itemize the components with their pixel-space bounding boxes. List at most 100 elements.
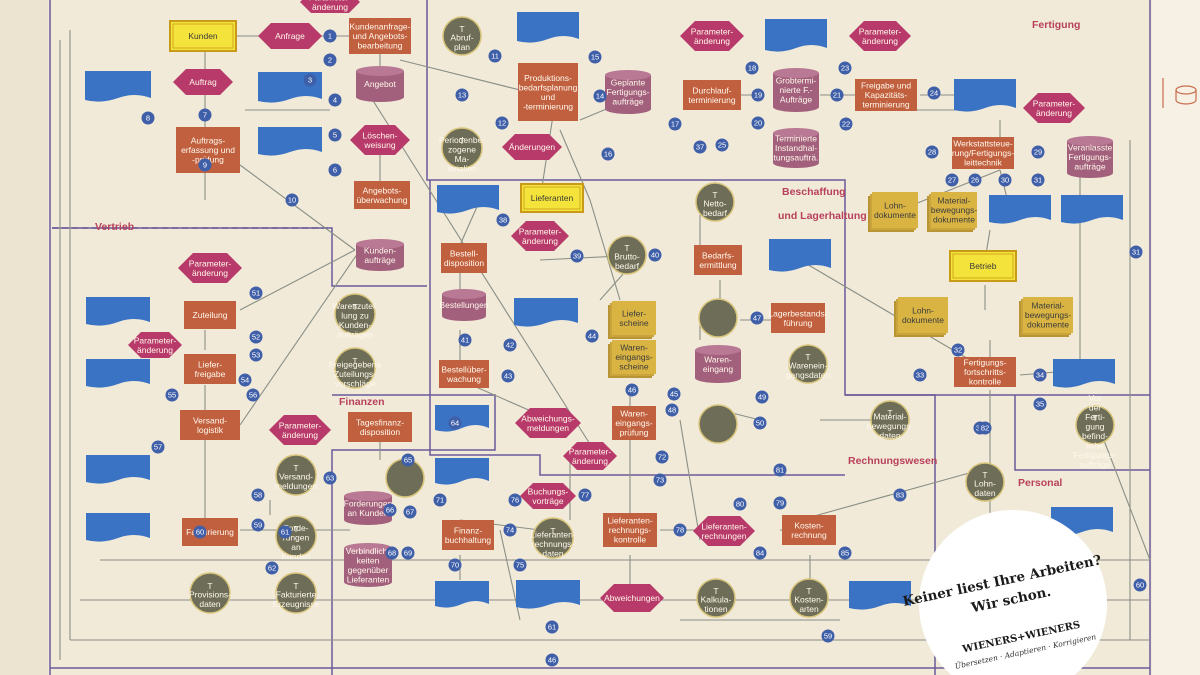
- svg-text:Buchungs-vorträge: Buchungs-vorträge: [528, 486, 569, 506]
- svg-text:31: 31: [1034, 176, 1042, 185]
- node-null: [698, 298, 738, 338]
- flow-number-34: 34: [1033, 368, 1047, 382]
- flow-number-2: 2: [323, 53, 337, 67]
- flow-number-60: 60: [1133, 578, 1147, 592]
- svg-text:Bestellungen: Bestellungen: [439, 300, 488, 310]
- svg-text:5: 5: [333, 131, 337, 140]
- svg-text:T: T: [624, 243, 629, 253]
- svg-text:Werkstattsteue-rung/Fertigungs: Werkstattsteue-rung/Fertigungs-leittechn…: [952, 139, 1015, 168]
- flow-number-32: 32: [951, 343, 965, 357]
- svg-text:7: 7: [203, 111, 207, 120]
- flow-number-42: 42: [503, 338, 517, 352]
- node-lieferscheine: Liefer-scheine: [608, 301, 656, 339]
- flow-number-29: 29: [1031, 145, 1045, 159]
- svg-text:Kundenanfrage-und Angebots-bea: Kundenanfrage-und Angebots-bearbeitung: [350, 22, 411, 51]
- node-aenderungen: Änderungen: [502, 134, 562, 160]
- node-kostenrechnung: Kosten-rechnung: [782, 515, 836, 545]
- node-materialbeweg_dok2: Material-bewegungs-dokumente: [1019, 297, 1073, 337]
- flow-number-10: 10: [285, 193, 299, 207]
- svg-text:T: T: [352, 302, 357, 312]
- area-label-beschaffung-1: Beschaffung: [782, 186, 846, 198]
- svg-text:69: 69: [404, 549, 412, 558]
- node-wareneingang: Waren-eingang: [695, 345, 741, 383]
- flow-number-22: 22: [839, 117, 853, 131]
- svg-text:38: 38: [499, 216, 507, 225]
- flow-number-49: 49: [755, 390, 769, 404]
- node-null: [258, 127, 322, 156]
- flow-number-65: 65: [401, 453, 415, 467]
- flow-number-81: 81: [773, 463, 787, 477]
- flow-number-31: 31: [1031, 173, 1045, 187]
- node-bestelldisposition: Bestell-disposition: [441, 243, 487, 273]
- svg-text:Lohn-dokumente: Lohn-dokumente: [902, 305, 944, 325]
- svg-text:Versand-meldungen: Versand-meldungen: [275, 471, 317, 491]
- flow-number-9: 9: [198, 158, 212, 172]
- svg-text:T: T: [293, 463, 298, 473]
- node-durchlauf: Durchlauf-terminierung: [683, 80, 741, 110]
- node-null: [765, 19, 827, 52]
- flow-number-14: 14: [593, 89, 607, 103]
- flow-number-43: 43: [501, 369, 515, 383]
- svg-text:T: T: [207, 581, 212, 591]
- node-wareneingangsscheine: Waren-eingangs-scheine: [608, 340, 656, 378]
- area-label-rechnungswesen: Rechnungswesen: [848, 455, 937, 467]
- node-param_liefer: Parameter-änderung: [128, 332, 182, 358]
- area-labels: Vertrieb Fertigung Beschaffung und Lager…: [95, 19, 1080, 489]
- svg-text:Angebot: Angebot: [364, 79, 396, 89]
- svg-text:53: 53: [252, 351, 260, 360]
- node-null: [437, 185, 499, 214]
- flow-number-27: 27: [945, 173, 959, 187]
- svg-text:68: 68: [388, 549, 396, 558]
- flow-number-17: 17: [668, 117, 682, 131]
- svg-text:43: 43: [504, 372, 512, 381]
- svg-text:Kosten-rechnung: Kosten-rechnung: [791, 520, 827, 540]
- flow-number-60: 60: [193, 525, 207, 539]
- flow-number-62: 62: [265, 561, 279, 575]
- flow-number-39: 39: [570, 249, 584, 263]
- svg-text:35: 35: [1036, 400, 1044, 409]
- svg-text:Angebots-überwachung: Angebots-überwachung: [356, 185, 407, 205]
- flow-number-71: 71: [433, 493, 447, 507]
- svg-text:Tagesfinanz-disposition: Tagesfinanz-disposition: [356, 417, 404, 437]
- flow-number-50: 50: [753, 416, 767, 430]
- flow-number-47: 47: [750, 311, 764, 325]
- svg-text:22: 22: [842, 120, 850, 129]
- flow-number-40: 40: [648, 248, 662, 262]
- svg-text:Parameter-änderung: Parameter-änderung: [859, 26, 902, 46]
- flow-number-58: 58: [251, 488, 265, 502]
- svg-text:25: 25: [718, 141, 726, 150]
- svg-text:50: 50: [756, 419, 764, 428]
- flow-number-13: 13: [455, 88, 469, 102]
- svg-text:Zuteilung: Zuteilung: [193, 310, 228, 320]
- node-param_fert: Parameter-änderung: [1023, 93, 1085, 123]
- svg-text:Löschen-weisung: Löschen-weisung: [363, 130, 398, 150]
- flow-number-74: 74: [503, 523, 517, 537]
- svg-text:6: 6: [333, 166, 337, 175]
- area-label-finanzen: Finanzen: [339, 396, 385, 408]
- node-null: [954, 79, 1016, 112]
- svg-text:59: 59: [254, 521, 262, 530]
- node-werkstatt: Werkstattsteue-rung/Fertigungs-leittechn…: [952, 137, 1015, 169]
- node-fakturierung: Fakturierung: [182, 518, 238, 546]
- left-margin: [0, 0, 48, 675]
- node-auftrag: Auftrag: [173, 69, 233, 95]
- node-abweichungen: Abweichungen: [600, 584, 664, 612]
- svg-text:82: 82: [981, 424, 989, 433]
- svg-text:Lohn-dokumente: Lohn-dokumente: [874, 200, 916, 220]
- svg-text:Lohn-daten: Lohn-daten: [974, 478, 996, 498]
- svg-text:Bestell-disposition: Bestell-disposition: [444, 248, 484, 268]
- flow-number-84: 84: [753, 546, 767, 560]
- svg-text:4: 4: [333, 96, 337, 105]
- node-null: [516, 580, 580, 609]
